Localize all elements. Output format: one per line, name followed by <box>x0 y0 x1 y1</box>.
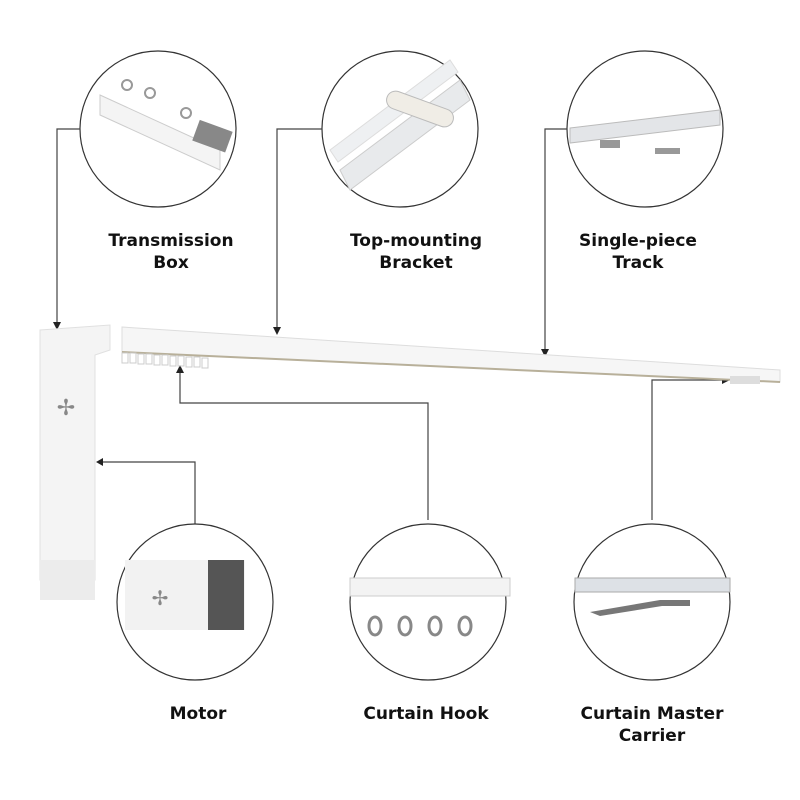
master-carrier-detail-circle <box>573 523 731 681</box>
transmission-box-label: Transmission Box <box>108 231 234 273</box>
motor-unit: ✢ <box>39 324 111 600</box>
svg-text:✢: ✢ <box>152 586 169 610</box>
top-bracket-label: Top-mounting Bracket <box>349 231 483 273</box>
hook-detail-circle <box>349 523 511 681</box>
motor-detail-circle: ✢ <box>116 523 274 681</box>
transmission-box-detail-circle <box>79 50 237 208</box>
top-bracket-detail-circle <box>321 50 479 208</box>
connector-lines <box>56 128 725 525</box>
svg-text:✢: ✢ <box>57 396 75 421</box>
track-detail-circle <box>566 50 724 208</box>
track-rail <box>121 326 781 384</box>
master-carrier-label: Curtain Master Carrier <box>580 704 724 746</box>
motor-label: Motor <box>169 704 227 724</box>
track-label: Single-piece Track <box>579 231 697 273</box>
curtain-hook-label: Curtain Hook <box>363 704 489 724</box>
